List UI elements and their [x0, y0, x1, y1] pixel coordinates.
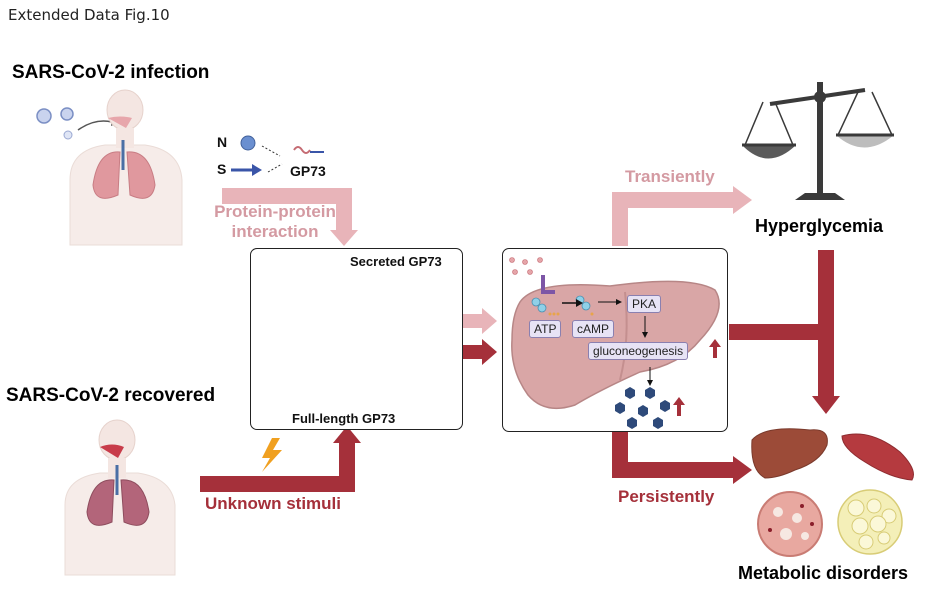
n-protein-label: N	[217, 134, 228, 150]
gp73-icon	[293, 146, 324, 154]
unknown-stimuli-label: Unknown stimuli	[205, 494, 341, 513]
glucose-icon	[615, 387, 670, 429]
s-protein-icon	[231, 164, 262, 176]
hyperglycemia-label: Hyperglycemia	[755, 216, 884, 236]
liver-box	[502, 248, 728, 432]
secreted-gp73-label: Secreted GP73	[350, 254, 442, 269]
metabolic-disorders-label: Metabolic disorders	[738, 563, 909, 583]
liver-icon	[751, 428, 828, 479]
muscle-icon	[841, 433, 914, 481]
transiently-label: Transiently	[625, 167, 715, 186]
virus-icon	[36, 107, 118, 140]
pka-label: PKA	[627, 295, 662, 313]
n-protein-icon	[240, 135, 256, 151]
gp73-label: GP73	[290, 163, 326, 179]
golgi-box	[250, 248, 463, 430]
lightning-icon	[262, 438, 282, 472]
camp-label: cAMP	[572, 320, 615, 338]
interaction-label-line2: interaction	[231, 222, 319, 241]
interaction-label: Protein-protein interaction	[205, 202, 345, 242]
recovered-title: SARS-CoV-2 recovered	[6, 385, 216, 406]
lungs-icon	[69, 89, 183, 246]
persistently-label: Persistently	[618, 487, 715, 506]
interaction-label-line1: Protein-protein	[214, 202, 336, 221]
lungs-icon	[64, 419, 176, 576]
infection-title: SARS-CoV-2 infection	[12, 62, 210, 83]
full-length-gp73-label: Full-length GP73	[292, 411, 396, 426]
figure-label: Extended Data Fig.10	[8, 6, 170, 24]
atp-label: ATP	[529, 320, 562, 338]
balance-scale-icon	[742, 82, 894, 200]
gluconeogenesis-label: gluconeogenesis	[588, 342, 689, 360]
s-protein-label: S	[217, 161, 227, 177]
adipose-icon	[757, 489, 903, 557]
